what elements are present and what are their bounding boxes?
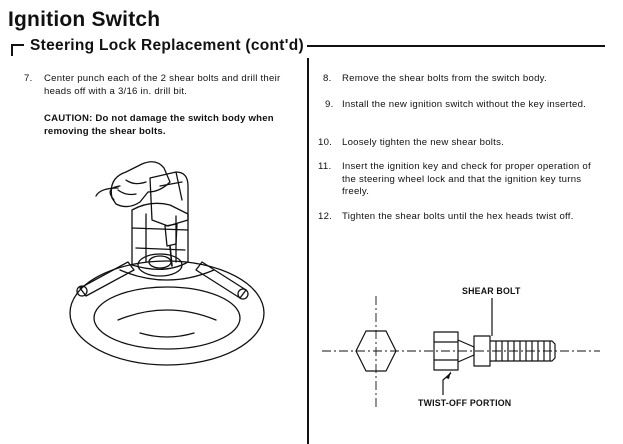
shear-bolt-label: SHEAR BOLT [462,286,521,296]
step-text: Insert the ignition key and check for pr… [342,161,591,197]
twist-off-arrow [446,371,451,379]
header-bracket-horizontal [11,44,24,46]
page-title: Ignition Switch [8,8,161,31]
bolt-threads [495,341,551,361]
bolt-shank [490,340,556,362]
step-number: 12. [318,211,333,222]
step-text: Tighten the shear bolts until the hex he… [342,211,574,222]
drill-bit [169,245,173,267]
column-housing [131,202,189,270]
steering-wheel-hub [117,309,217,338]
hand [110,161,171,208]
steering-wheel-inner [93,286,241,350]
section-title-rule [307,45,605,47]
header-bracket-vertical [11,44,13,56]
hex-head-end-view [355,330,397,372]
steering-wheel-rim [69,260,265,366]
step-text: Remove the shear bolts from the switch b… [342,73,547,84]
bolt-collar [473,335,491,367]
step-number: 8. [323,73,332,84]
step-number: 9. [325,99,334,110]
drill-cord [95,185,121,201]
step-number: 11. [318,161,332,172]
section-title: Steering Lock Replacement (cont'd) [30,37,304,54]
step-number: 7. [24,73,33,84]
column-divider [307,58,309,444]
left-clamp-arm [79,261,135,297]
step-text: Center punch each of the 2 shear bolts a… [44,73,281,97]
twist-off-leader [442,372,452,395]
caution-note: CAUTION: Do not damage the switch body w… [44,113,274,137]
bolt-hex-head [433,331,459,371]
drill-chuck [164,223,178,247]
step-text: Loosely tighten the new shear bolts. [342,137,505,148]
step-text: Install the new ignition switch without … [342,99,587,110]
step-number: 10. [318,137,333,148]
twist-off-label: TWIST-OFF PORTION [418,398,512,408]
drill-body [149,171,189,227]
switch-body [137,253,183,277]
